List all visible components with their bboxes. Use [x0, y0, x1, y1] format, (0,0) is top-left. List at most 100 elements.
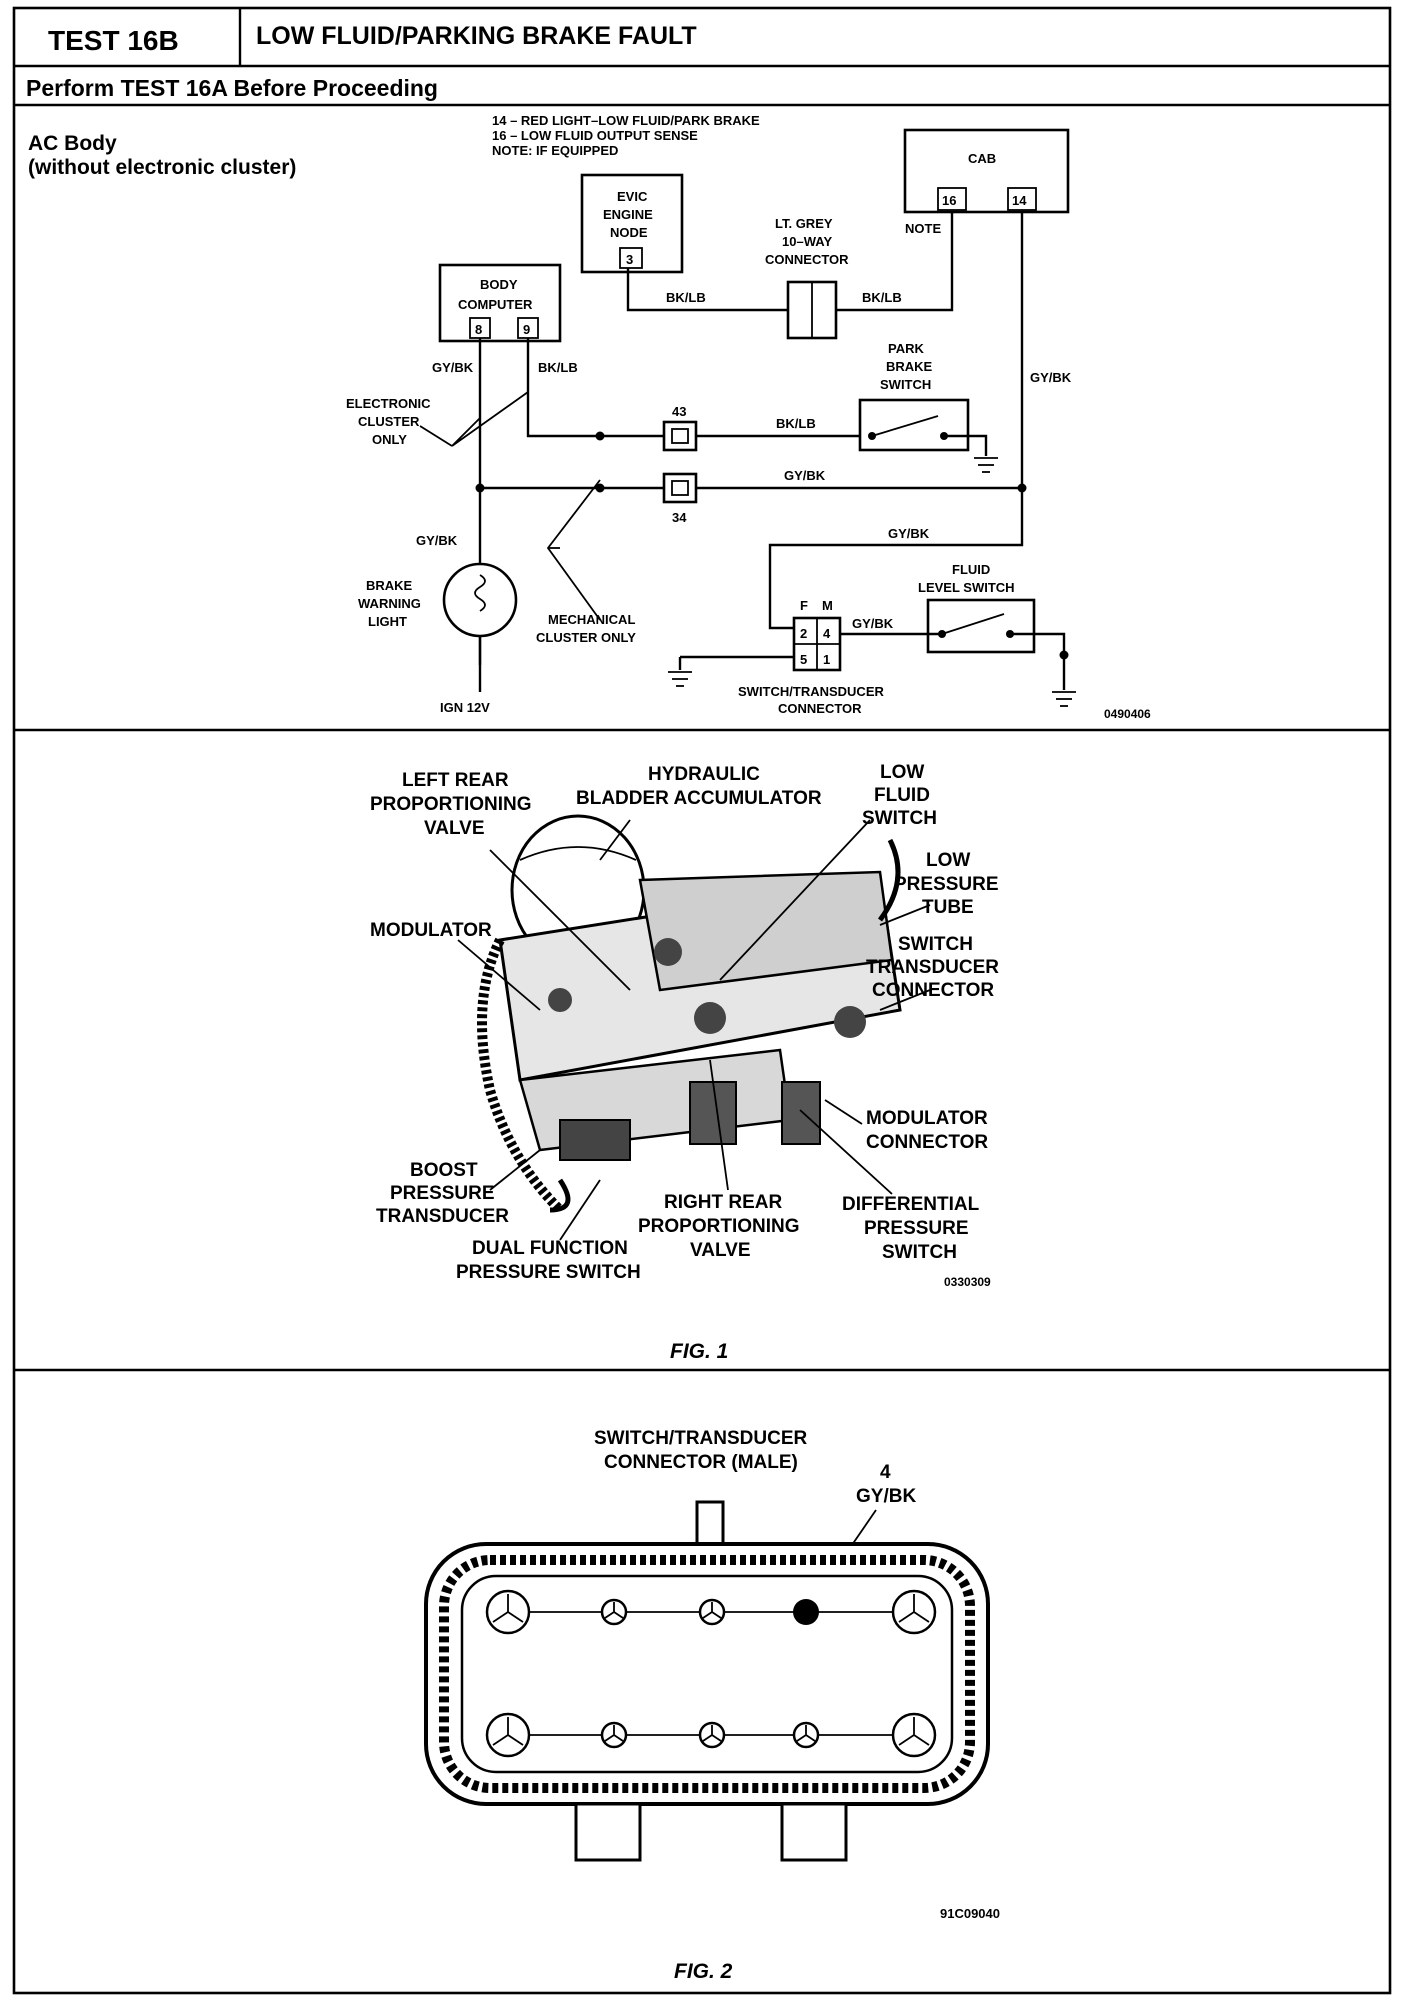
body-computer-label: COMPUTER	[458, 297, 533, 312]
evic-label: EVIC	[617, 189, 648, 204]
part-label: CONNECTOR	[872, 980, 994, 1001]
figure-code: 0490406	[1104, 707, 1151, 721]
figure-code: 91C09040	[940, 1906, 1000, 1921]
evic-label: NODE	[610, 225, 648, 240]
connector-pin: 4	[823, 626, 831, 641]
evic-pin: 3	[626, 252, 633, 267]
connector-pin-4	[793, 1599, 819, 1625]
connector-pin: 2	[800, 626, 807, 641]
pin-callout-wire: GY/BK	[856, 1486, 916, 1507]
part-label: SWITCH	[862, 808, 937, 829]
part-label: CONNECTOR	[866, 1132, 988, 1153]
wiring-schematic: AC Body (without electronic cluster) 14 …	[28, 113, 1151, 721]
brake-light-label: BRAKE	[366, 578, 413, 593]
part-label: PRESSURE	[390, 1183, 495, 1204]
part-label: VALVE	[690, 1240, 751, 1261]
part-label: LOW	[880, 762, 924, 783]
test-id: TEST 16B	[48, 25, 179, 56]
connector-pin: 1	[823, 652, 830, 667]
legend-line: 14 – RED LIGHT–LOW FLUID/PARK BRAKE	[492, 113, 760, 128]
fluid-switch-label: FLUID	[952, 562, 990, 577]
connector-pin	[600, 1598, 628, 1626]
part-label: LEFT REAR	[402, 770, 509, 791]
wire-label: BK/LB	[666, 290, 706, 305]
grey-connector-label: LT. GREY	[775, 216, 833, 231]
connector-label: CONNECTOR	[778, 701, 862, 716]
wire-label: GY/BK	[852, 616, 894, 631]
fluid-switch-label: LEVEL SWITCH	[918, 580, 1015, 595]
cab-module	[903, 128, 1070, 214]
mechanical-note: CLUSTER ONLY	[536, 630, 636, 645]
note-label: NOTE	[905, 221, 941, 236]
wire-label: GY/BK	[784, 468, 826, 483]
cab-label: CAB	[968, 151, 996, 166]
legend-line: NOTE: IF EQUIPPED	[492, 143, 618, 158]
body-type-note: (without electronic cluster)	[28, 156, 296, 179]
connector-title: SWITCH/TRANSDUCER	[594, 1428, 807, 1449]
ground-symbol	[1052, 691, 1076, 707]
splice-number: 43	[672, 404, 686, 419]
part-label: SWITCH	[882, 1242, 957, 1263]
part-label: PROPORTIONING	[638, 1216, 800, 1237]
ground-symbol	[668, 671, 692, 687]
park-brake-switch	[858, 398, 970, 452]
park-brake-label: PARK	[888, 341, 924, 356]
part-label: PROPORTIONING	[370, 794, 532, 815]
park-brake-label: BRAKE	[886, 359, 933, 374]
part-label: MODULATOR	[866, 1108, 988, 1129]
part-label: HYDRAULIC	[648, 764, 760, 785]
fig2-connector-view: SWITCH/TRANSDUCER CONNECTOR (MALE) 4 GY/…	[424, 1428, 1000, 1983]
part-label: TUBE	[922, 897, 974, 918]
figure-code: 0330309	[944, 1275, 991, 1289]
part-label: FLUID	[874, 785, 930, 806]
body-pin: 8	[475, 322, 482, 337]
instruction-line: Perform TEST 16A Before Proceeding	[26, 75, 438, 101]
ground-symbol	[974, 457, 998, 473]
part-label: RIGHT REAR	[664, 1192, 783, 1213]
grey-connector-label: 10–WAY	[782, 234, 832, 249]
splice-number: 34	[672, 510, 687, 525]
part-label: DIFFERENTIAL	[842, 1194, 980, 1215]
connector-pin	[698, 1598, 726, 1626]
connector-pin	[891, 1589, 937, 1635]
part-label: VALVE	[424, 818, 485, 839]
splice-34	[662, 472, 698, 504]
wire-label: BK/LB	[538, 360, 578, 375]
wire-label: GY/BK	[888, 526, 930, 541]
connector-pin: 5	[800, 652, 807, 667]
part-label: BOOST	[410, 1160, 478, 1181]
fluid-level-switch	[926, 598, 1036, 654]
body-computer-label: BODY	[480, 277, 518, 292]
connector-pin	[698, 1721, 726, 1749]
cluster-note: ONLY	[372, 432, 407, 447]
legend-line: 16 – LOW FLUID OUTPUT SENSE	[492, 128, 698, 143]
evic-label: ENGINE	[603, 207, 653, 222]
part-label: SWITCH	[898, 934, 973, 955]
evic-module	[580, 173, 684, 274]
figure-caption: FIG. 1	[670, 1340, 728, 1363]
fig1-component-illustration: LEFT REAR PROPORTIONING VALVE HYDRAULIC …	[370, 762, 999, 1363]
wire-label: BK/LB	[862, 290, 902, 305]
figure-caption: FIG. 2	[674, 1960, 733, 1983]
mechanical-note: MECHANICAL	[548, 612, 635, 627]
wire-label: BK/LB	[776, 416, 816, 431]
part-label: DUAL FUNCTION	[472, 1238, 628, 1259]
cab-pin: 16	[942, 193, 956, 208]
cluster-note: CLUSTER	[358, 414, 420, 429]
ign-label: IGN 12V	[440, 700, 490, 715]
part-label: PRESSURE SWITCH	[456, 1262, 641, 1283]
part-label: LOW	[926, 850, 970, 871]
connector-pin	[485, 1712, 531, 1758]
part-label: PRESSURE	[894, 874, 999, 895]
body-computer	[438, 263, 562, 343]
park-brake-label: SWITCH	[880, 377, 931, 392]
connector-title: CONNECTOR (MALE)	[604, 1452, 798, 1473]
part-label: PRESSURE	[864, 1218, 969, 1239]
wire-label: GY/BK	[416, 533, 458, 548]
part-label: TRANSDUCER	[866, 957, 999, 978]
connector-label: SWITCH/TRANSDUCER	[738, 684, 884, 699]
cluster-note: ELECTRONIC	[346, 396, 431, 411]
brake-light-label: LIGHT	[368, 614, 407, 629]
body-pin: 9	[523, 322, 530, 337]
